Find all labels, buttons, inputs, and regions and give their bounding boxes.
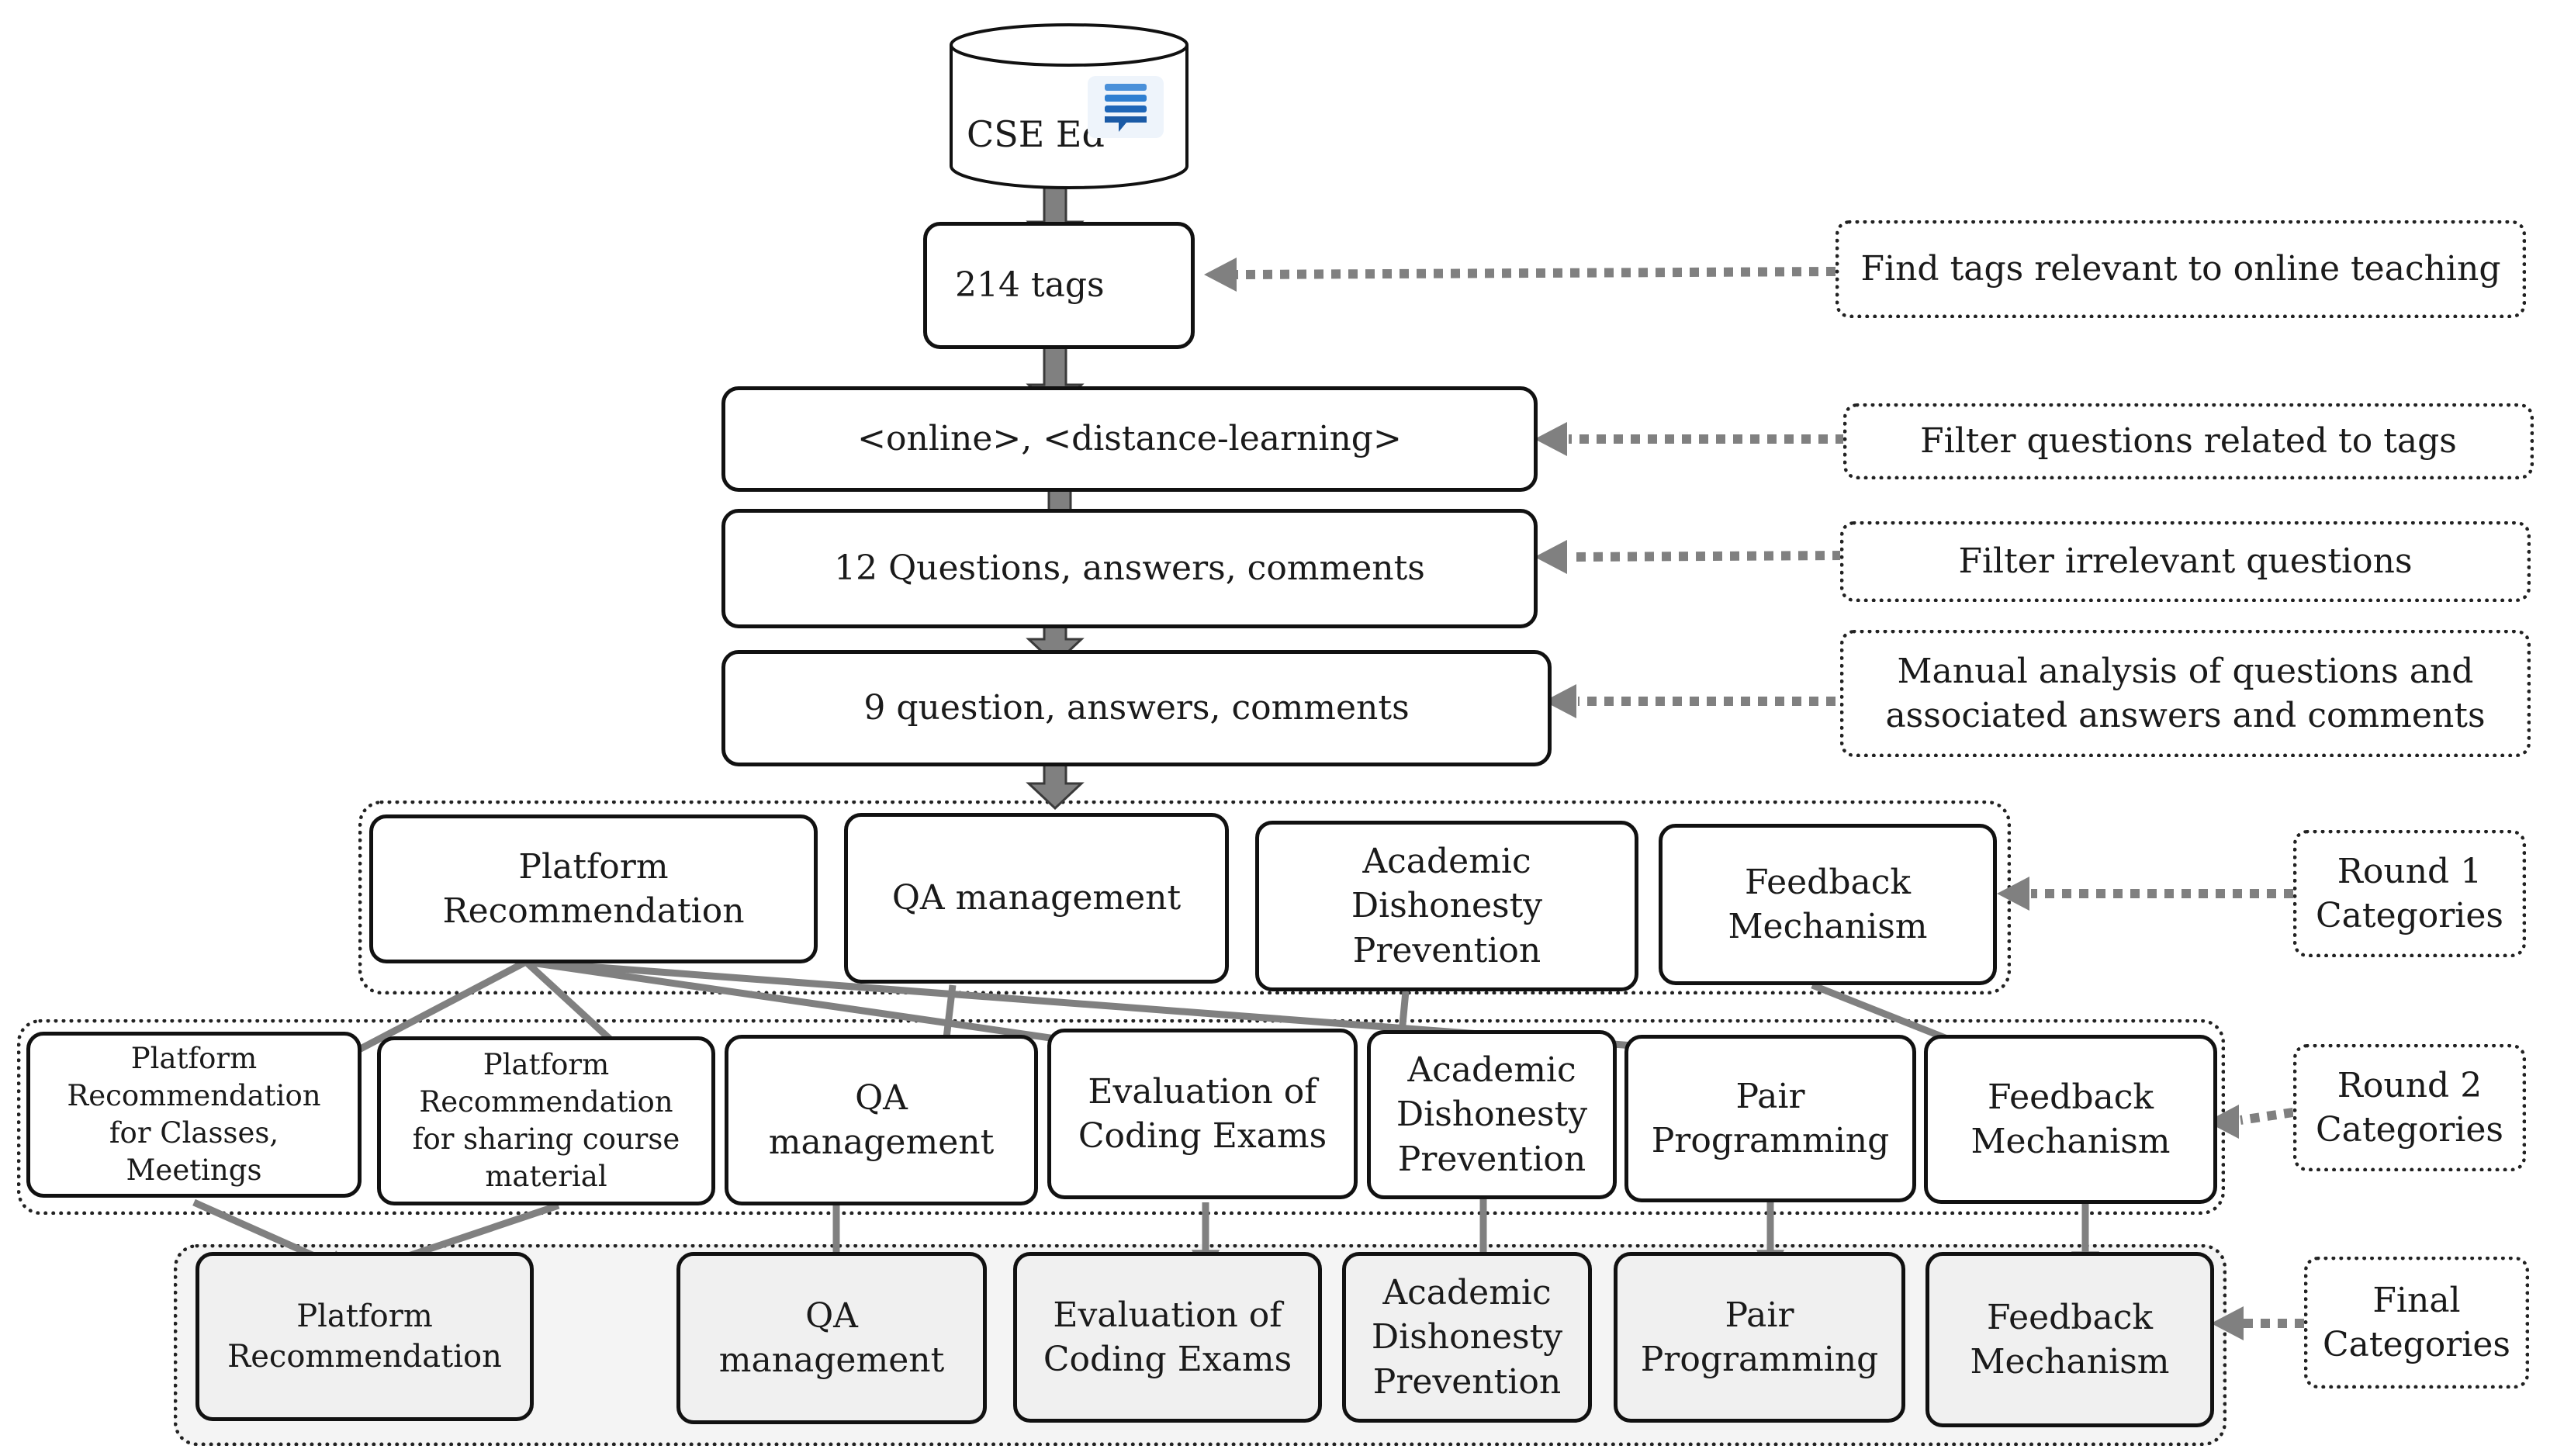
note-final-categories: Final Categories — [2304, 1257, 2529, 1389]
note-arrow-heads — [1204, 258, 2244, 1340]
round2-pair-programming: Pair Programming — [1624, 1035, 1916, 1202]
round1-feedback-mechanism: Feedback Mechanism — [1659, 824, 1997, 985]
round2-platform-sharing-material: Platform Recommendation for sharing cour… — [377, 1036, 715, 1205]
round1-academic-dishonesty: Academic Dishonesty Prevention — [1255, 821, 1638, 991]
round1-platform-recommendation: Platform Recommendation — [369, 814, 818, 963]
final-feedback-mechanism: Feedback Mechanism — [1925, 1252, 2214, 1427]
note-arrow-find-tags — [1236, 267, 1836, 279]
note-arrowhead-round1 — [1997, 877, 2029, 911]
note-arrowhead-find-tags — [1204, 258, 1237, 292]
final-qa-management: QA management — [676, 1252, 987, 1424]
note-arrow-filter-irrelevant — [1568, 551, 1842, 562]
round2-academic-dishonesty: Academic Dishonesty Prevention — [1367, 1030, 1617, 1199]
final-platform-recommendation: Platform Recommendation — [195, 1252, 534, 1421]
note-arrow-round2 — [2240, 1108, 2294, 1125]
note-arrowhead-filter-questions — [1534, 422, 1567, 456]
note-filter-questions: Filter questions related to tags — [1843, 403, 2534, 479]
round2-evaluation-coding-exams: Evaluation of Coding Exams — [1047, 1029, 1358, 1199]
questions-12-box: 12 Questions, answers, comments — [721, 509, 1538, 628]
round2-feedback-mechanism: Feedback Mechanism — [1924, 1035, 2217, 1204]
note-manual-analysis: Manual analysis of questions and associa… — [1840, 630, 2531, 757]
final-evaluation-coding-exams: Evaluation of Coding Exams — [1013, 1252, 1322, 1423]
note-round2-categories: Round 2 Categories — [2293, 1044, 2526, 1171]
note-round1-categories: Round 1 Categories — [2293, 830, 2526, 957]
map-arrow-platform-to-evaluation — [525, 958, 1142, 1061]
note-arrowhead-round2 — [2206, 1105, 2239, 1139]
questions-9-box: 9 question, answers, comments — [721, 650, 1552, 766]
note-arrowhead-filter-irrelevant — [1534, 540, 1567, 574]
round1-qa-management: QA management — [844, 813, 1229, 984]
note-arrowhead-final — [2211, 1306, 2244, 1340]
round2-qa-management: QA management — [725, 1035, 1038, 1205]
tags-count-box: 214 tags — [923, 222, 1195, 349]
note-filter-irrelevant: Filter irrelevant questions — [1840, 521, 2531, 602]
database-label: CSE Ed — [967, 113, 1105, 155]
final-academic-dishonesty: Academic Dishonesty Prevention — [1342, 1252, 1592, 1423]
note-arrowhead-manual-analysis — [1544, 684, 1576, 718]
round2-platform-classes-meetings: Platform Recommendation for Classes, Mee… — [26, 1032, 362, 1198]
note-arrows — [1236, 267, 2304, 1328]
final-pair-programming: Pair Programming — [1614, 1252, 1905, 1423]
note-find-tags: Find tags relevant to online teaching — [1836, 220, 2526, 318]
tag-filter-box: <online>, <distance-learning> — [721, 386, 1538, 492]
forum-chat-icon — [1088, 76, 1164, 138]
